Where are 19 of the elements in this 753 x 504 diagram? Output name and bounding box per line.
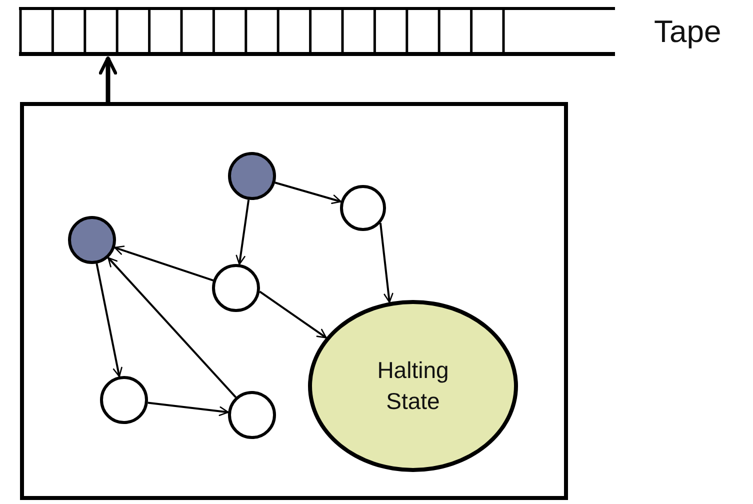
arrow <box>379 222 394 303</box>
arrow <box>114 246 214 282</box>
state-circle <box>228 152 276 200</box>
tape-drawing <box>19 7 615 56</box>
arrow <box>107 257 237 398</box>
arrow <box>236 200 250 265</box>
state-circle <box>228 391 276 439</box>
arrow <box>96 263 122 378</box>
tape-label: Tape <box>654 14 722 50</box>
state-circle <box>340 185 386 231</box>
state-circle <box>68 216 116 264</box>
state-circle <box>212 264 260 312</box>
state-label: Halting State <box>376 356 450 416</box>
machine-box <box>20 102 568 500</box>
arrow <box>98 56 118 102</box>
arrow <box>259 290 327 338</box>
arrow <box>148 402 229 416</box>
state-circle <box>100 376 148 424</box>
arrow <box>274 182 342 204</box>
